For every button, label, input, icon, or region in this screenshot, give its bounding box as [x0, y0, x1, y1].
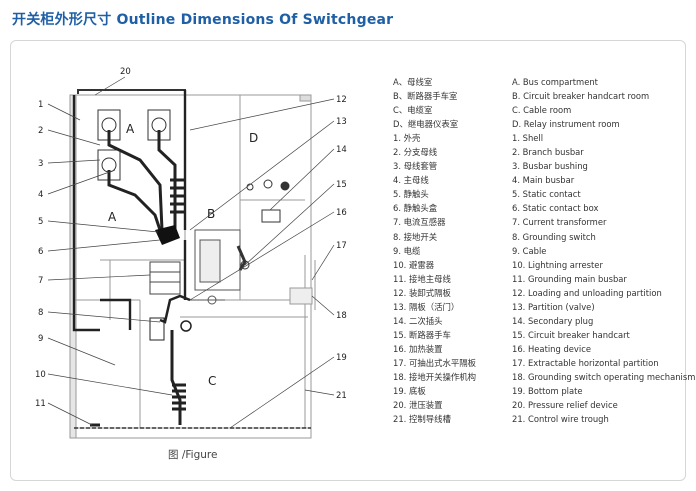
legend-cn-item: 9. 电缆 [393, 245, 421, 256]
legend-en-item: 11. Grounding main busbar [512, 273, 627, 284]
partitions [72, 90, 187, 332]
legend-cn-item: 3. 母线套管 [393, 161, 438, 172]
legend-en-item: 6. Static contact box [512, 203, 599, 214]
relay-devices [236, 179, 290, 271]
grounding-switch [149, 294, 192, 341]
callout-11: 11 [35, 399, 46, 409]
callout-10: 10 [35, 370, 46, 380]
legend-en-item: 21. Control wire trough [512, 414, 609, 425]
callout-17: 17 [336, 241, 347, 251]
callout-13: 13 [336, 117, 347, 127]
legend-cn-item: 5. 静触头 [393, 189, 429, 200]
legend-cn-item: 7. 电流互感器 [393, 217, 446, 228]
legend-en-item: 5. Static contact [512, 189, 581, 200]
legend-en-item: C. Cable room [512, 105, 572, 116]
legend-cn-item: 19. 底板 [393, 386, 426, 397]
page-title: 开关柜外形尺寸 Outline Dimensions Of Switchgear [12, 12, 394, 28]
callout-16: 16 [336, 208, 347, 218]
legend-en-item: D. Relay instrument room [512, 119, 620, 130]
lightning-arrester [172, 383, 186, 411]
legend-en-item: 15. Circuit breaker handcart [512, 329, 630, 340]
callout-6: 6 [38, 247, 43, 257]
figure-caption: 图 /Figure [168, 449, 218, 461]
legend-cn-item: 20. 泄压装置 [393, 400, 443, 411]
callout-19: 19 [336, 353, 347, 363]
static-contact-stack [170, 178, 185, 214]
legend-en-item: 7. Current transformer [512, 217, 607, 228]
callout-4: 4 [38, 190, 43, 200]
legend-cn-item: A、母线室 [393, 77, 433, 87]
zone-label-breaker: B [207, 207, 215, 221]
callout-21: 21 [336, 391, 347, 401]
legend-chinese: A、母线室 B、断路器手车室 C、电缆室 D、继电器仪表室 1. 外壳 2. 分… [393, 75, 476, 426]
legend-cn-item: 18. 接地开关操作机构 [393, 371, 476, 382]
zone-label-relay: D [249, 131, 258, 145]
callout-8: 8 [38, 308, 43, 318]
legend-cn-item: 8. 接地开关 [393, 231, 438, 242]
zone-label-bus-lower: A [108, 210, 117, 224]
legend-cn-item: C、电缆室 [393, 105, 433, 116]
legend-cn-item: 4. 主母线 [393, 175, 429, 186]
leader-lines [47, 76, 335, 429]
legend-cn-item: 21. 控制导线槽 [393, 414, 451, 425]
callout-18: 18 [336, 311, 347, 321]
legend-cn-item: 14. 二次插头 [393, 315, 443, 326]
legend-cn-item: 12. 装卸式隔板 [393, 287, 451, 298]
legend-cn-item: 1. 外壳 [393, 133, 421, 144]
legend-english: A. Bus compartment B. Circuit breaker ha… [512, 75, 695, 426]
legend-en-item: 2. Branch busbar [512, 147, 584, 158]
callout-12: 12 [336, 95, 347, 105]
circuit-breaker-handcart [188, 229, 241, 305]
legend-en-item: 16. Heating device [512, 343, 591, 354]
legend-cn-item: 17. 可抽出式水平隔板 [393, 357, 476, 368]
callout-5: 5 [38, 217, 43, 227]
legend-en-item: 13. Partition (valve) [512, 301, 595, 312]
content-panel [10, 40, 686, 481]
legend-cn-item: 10. 避雷器 [393, 259, 435, 270]
current-transformer [149, 261, 181, 295]
legend-en-item: 1. Shell [512, 133, 544, 144]
legend-cn-item: 13. 隔板（活门） [393, 301, 460, 312]
static-contact-box [155, 225, 180, 245]
legend-en-item: 10. Lightning arrester [512, 259, 603, 270]
legend-en-item: 9. Cable [512, 245, 547, 256]
legend-en-item: 20. Pressure relief device [512, 400, 618, 411]
legend-cn-item: 15. 断路器手车 [393, 329, 451, 340]
callout-14: 14 [336, 145, 347, 155]
legend-en-item: 4. Main busbar [512, 175, 575, 186]
legend-cn-item: B、断路器手车室 [393, 91, 458, 102]
legend-en-item: 17. Extractable horizontal partition [512, 357, 659, 368]
legend-cn-item: 16. 加热装置 [393, 343, 443, 354]
legend-en-item: 12. Loading and unloading partition [512, 287, 662, 298]
callout-2: 2 [38, 126, 43, 136]
legend-cn-item: 11. 接地主母线 [393, 273, 451, 284]
legend-en-item: 8. Grounding switch [512, 231, 596, 242]
legend-en-item: 14. Secondary plug [512, 315, 594, 326]
legend-cn-item: D、继电器仪表室 [393, 119, 459, 130]
legend-en-item: A. Bus compartment [512, 77, 598, 87]
callout-15: 15 [336, 180, 347, 190]
legend-en-item: 18. Grounding switch operating mechanism [512, 371, 696, 382]
legend-en-item: B. Circuit breaker handcart room [512, 91, 650, 102]
legend-cn-item: 2. 分支母线 [393, 147, 438, 158]
legend-cn-item: 6. 静触头盒 [393, 203, 438, 214]
callout-1: 1 [38, 100, 43, 110]
callout-3: 3 [38, 159, 43, 169]
legend-en-item: 3. Busbar bushing [512, 161, 588, 172]
legend-en-item: 19. Bottom plate [512, 386, 583, 397]
callout-9: 9 [38, 334, 43, 344]
callout-20: 20 [120, 67, 131, 77]
zone-label-cable: C [208, 374, 216, 388]
callout-7: 7 [38, 276, 43, 286]
zone-label-bus: A [126, 122, 135, 136]
